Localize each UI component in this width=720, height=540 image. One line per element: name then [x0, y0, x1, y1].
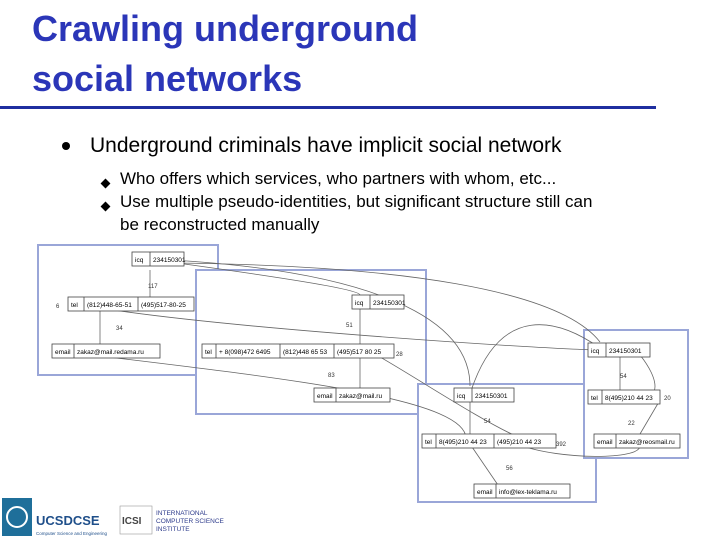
edge-label: 22 [628, 421, 635, 427]
edge-label: 6 [56, 304, 60, 310]
edge-label: 392 [556, 442, 567, 448]
icq-number: 234150301 [373, 300, 406, 307]
tel-value: + 8(098)472 6495 [219, 349, 271, 356]
sub-bullet-1: Who offers which services, who partners … [120, 169, 557, 188]
tel-value: (812)448-65-51 [87, 302, 132, 309]
ucsd-logo-text: UCSDCSE [36, 513, 100, 528]
tel-value: 8(495)210 44 23 [605, 395, 653, 402]
email-label: email [477, 489, 493, 496]
icq-label: icq [591, 348, 600, 355]
icq-number: 234150301 [475, 393, 508, 400]
node-1: icq 234150301 tel (812)448-65-51 (495)51… [51, 251, 195, 359]
icsi-line3: INSTITUTE [156, 526, 190, 533]
tel-value: (812)448 65 53 [283, 349, 327, 356]
main-bullet-text: Underground criminals have implicit soci… [90, 134, 562, 157]
node-4: icq 234150301 tel 8(495)210 44 23 email … [587, 342, 681, 449]
icq-label: icq [355, 300, 364, 307]
tel-value: 8(495)210 44 23 [439, 439, 487, 446]
edges [99, 259, 661, 489]
icsi-mark: ICSI [122, 516, 142, 527]
tel-value: (495)210 44 23 [497, 439, 541, 446]
icsi-logo: ICSI INTERNATIONAL COMPUTER SCIENCE INST… [119, 505, 225, 535]
slide-title-line1: Crawling underground [32, 8, 418, 49]
edge-label: 34 [116, 326, 123, 332]
icq-label: icq [457, 393, 466, 400]
email-label: email [597, 439, 613, 446]
edge-label: 51 [346, 323, 353, 329]
edge-label: 28 [396, 352, 403, 358]
slide-title-line2: social networks [32, 58, 303, 99]
email-value: info@lex-teklama.ru [499, 489, 557, 496]
node-2: icq 234150301 tel + 8(098)472 6495 (812)… [201, 294, 406, 403]
sub-bullet-2: Use multiple pseudo-identities, but sign… [120, 192, 593, 211]
tel-label: tel [591, 395, 598, 402]
tel-label: tel [425, 439, 432, 446]
icsi-emblem-icon [119, 505, 153, 535]
edge-label: 54 [484, 419, 491, 425]
edge-label: 56 [506, 466, 513, 472]
icq-label: icq [135, 257, 144, 264]
email-label: email [317, 393, 333, 400]
edge-label: 83 [328, 373, 335, 379]
ucsd-logo: UCSDCSE Computer Science and Engineering [2, 498, 108, 536]
panel-2 [195, 269, 427, 415]
icsi-line2: COMPUTER SCIENCE [156, 518, 225, 525]
ucsd-logo-sub: Computer Science and Engineering [36, 531, 108, 536]
tel-value: (495)517 80 25 [337, 349, 381, 356]
icq-number: 234150301 [609, 348, 642, 355]
slide-title: Crawling underground social networks [32, 4, 672, 104]
icq-number: 234150301 [153, 257, 186, 264]
tel-value: (495)517-80-25 [141, 302, 186, 309]
tel-label: tel [205, 349, 212, 356]
icsi-line1: INTERNATIONAL [156, 510, 208, 517]
email-value: zakaz@reosmail.ru [619, 439, 675, 446]
sub-bullet-2-cont: be reconstructed manually [120, 215, 320, 234]
email-label: email [55, 349, 71, 356]
edge-label: 20 [664, 396, 671, 402]
title-underline [0, 106, 656, 109]
edge-label: 117 [148, 284, 158, 290]
email-value: zakaz@mail.ru [339, 393, 382, 400]
edge-labels: 117 6 34 51 28 83 54 20 22 54 56 392 [56, 284, 671, 472]
tel-label: tel [71, 302, 78, 309]
edge-label: 54 [620, 374, 627, 380]
email-value: zakaz@mail.redama.ru [77, 349, 144, 356]
bullet-dot [62, 142, 70, 150]
node-3: icq 234150301 tel 8(495)210 44 23 (495)2… [421, 387, 571, 499]
